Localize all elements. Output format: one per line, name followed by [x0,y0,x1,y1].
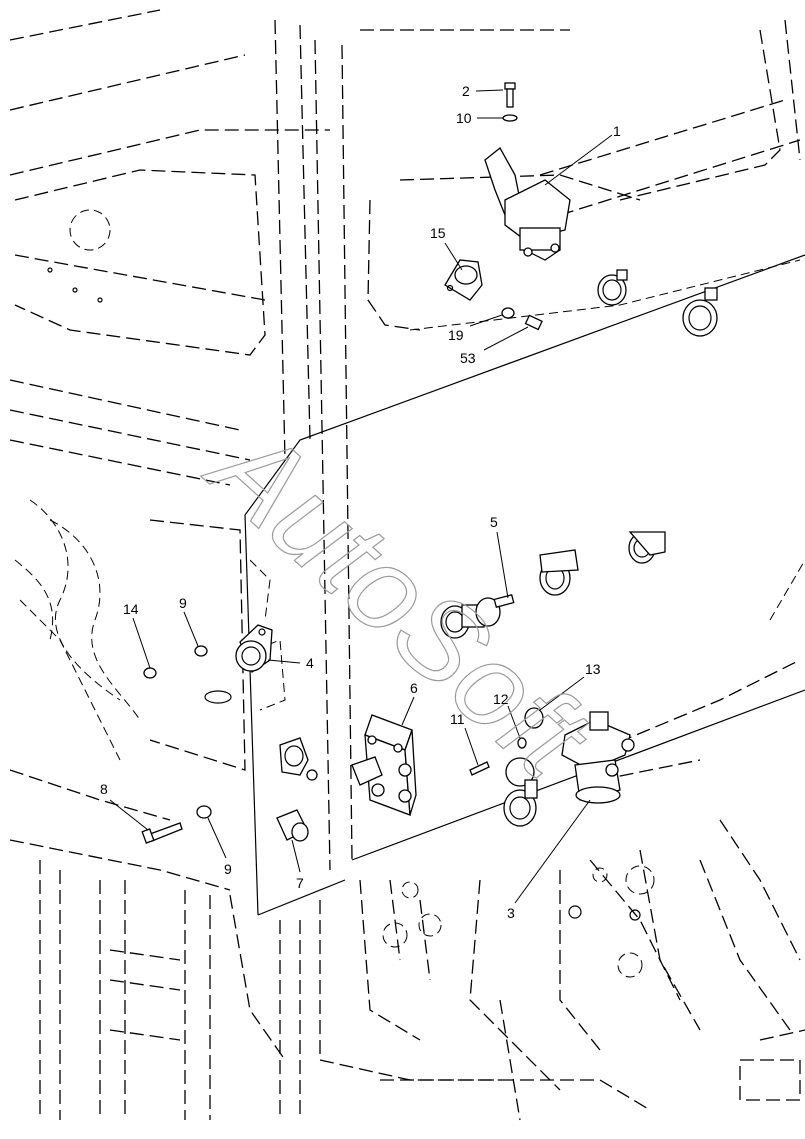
part-14-bolt [143,667,157,679]
part-3-valve-assembly [561,711,635,804]
callout-4: 4 [306,655,314,671]
part-10-washer [502,114,518,122]
callout-labels: 1 2 10 15 19 53 5 14 9 4 6 13 12 11 8 9 … [100,83,621,921]
part-6-manifold-block [351,714,417,816]
part-11-bolt [469,761,490,776]
part-8-bolt [141,822,183,844]
part-4-clamp [204,624,273,704]
part-15-clamp [444,259,483,301]
clamp-upper-b [682,287,718,337]
part-9-washer-lower [196,805,212,819]
callout-14: 14 [123,601,139,617]
clamp-upper-a [597,269,628,306]
callout-1: 1 [613,123,621,139]
clamp-mid-b [628,531,666,564]
callout-11: 11 [450,711,465,727]
callout-3: 3 [507,905,515,921]
part-13-plug [524,707,544,729]
part-1-valve-lever [484,147,571,261]
part-19-washer [501,307,515,319]
callout-9-upper: 9 [179,595,187,611]
callout-2: 2 [462,83,470,99]
callout-15: 15 [430,225,446,241]
clamp-mid-a [539,549,579,596]
callout-5: 5 [490,514,498,530]
callout-7: 7 [296,875,304,891]
part-53-screw [524,314,543,331]
callout-9-lower: 9 [224,861,232,877]
clamp-left-lower [279,737,318,781]
part-7-fitting [276,809,309,842]
callout-12: 12 [493,691,509,707]
callout-13: 13 [585,661,601,677]
part-2-bolt [504,82,516,108]
leader-lines [109,89,613,904]
part-9-washer-upper [194,645,208,657]
callout-19: 19 [448,327,464,343]
callout-8: 8 [100,781,108,797]
part-5-clamp-with-bolt [440,594,515,639]
callout-10: 10 [456,110,472,126]
callout-53: 53 [460,350,476,366]
background-structure [9,9,805,1121]
callout-6: 6 [410,680,418,696]
clamp-lower-right [503,757,538,827]
part-12-washer [517,737,527,749]
